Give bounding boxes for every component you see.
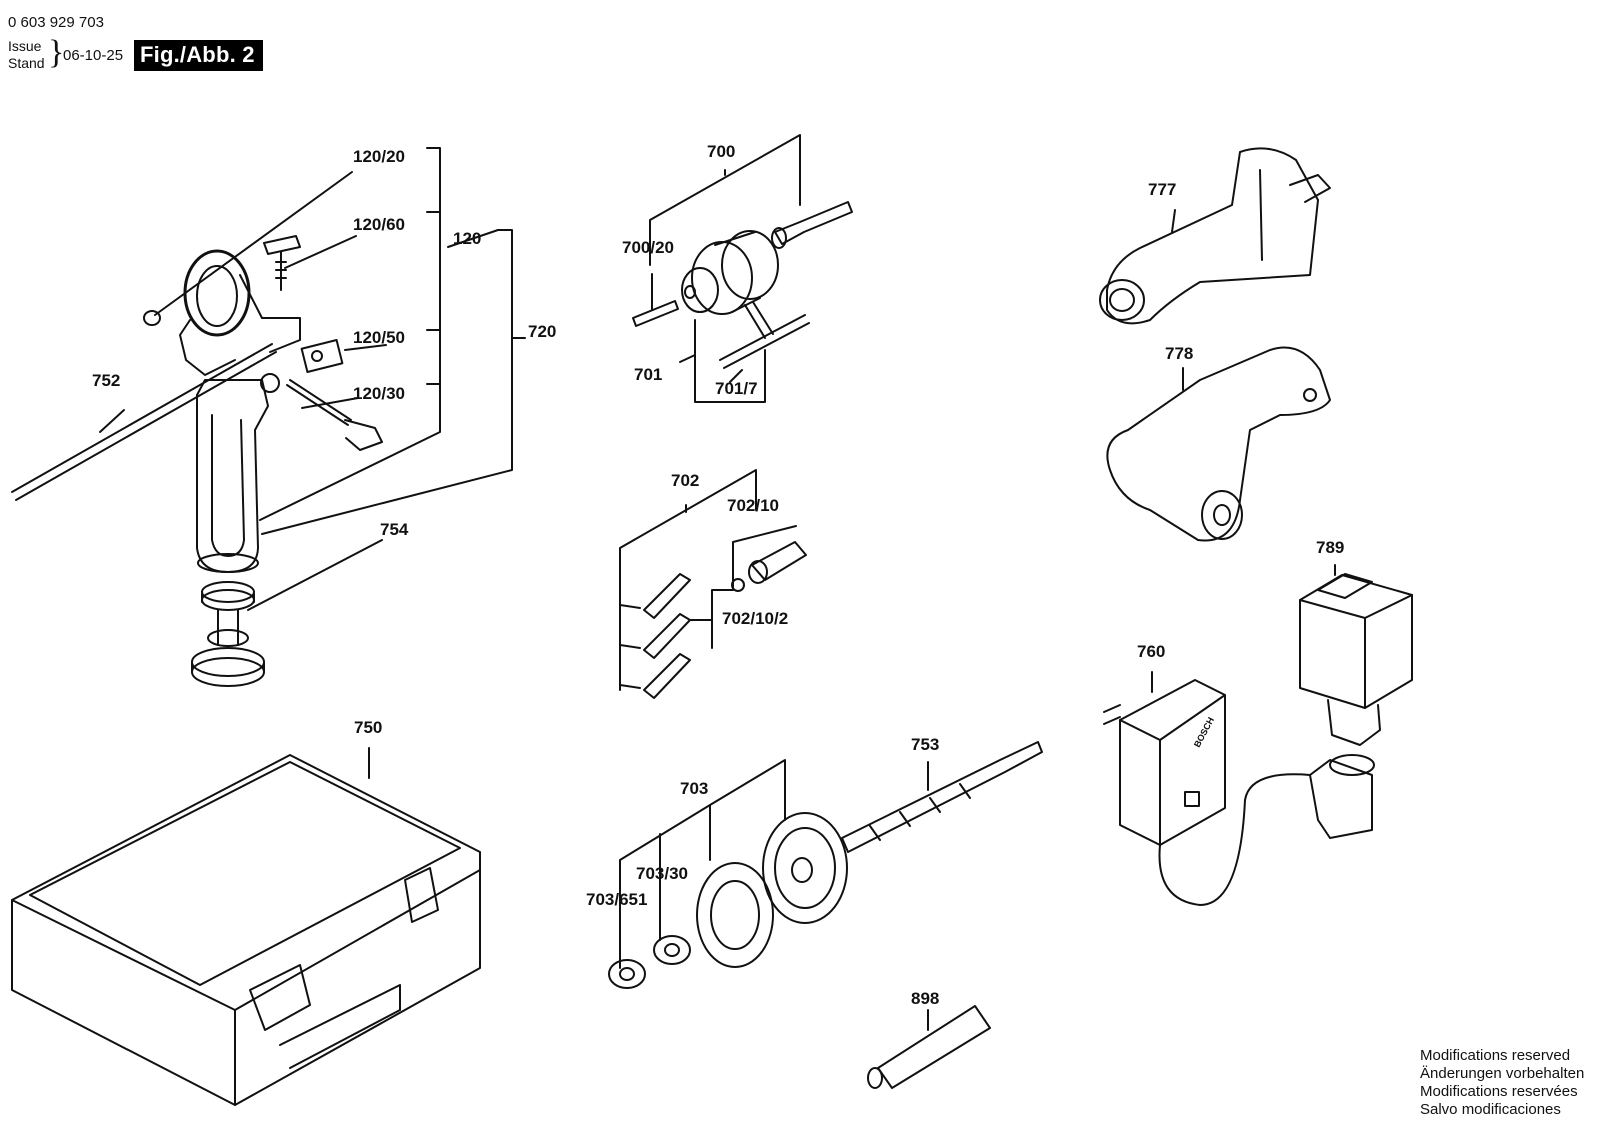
label-703-30: 703/30 <box>636 864 688 883</box>
label-898: 898 <box>911 989 939 1008</box>
label-777: 777 <box>1148 180 1176 199</box>
auxiliary-handle-assembly <box>11 147 526 687</box>
modifications-line: Salvo modificaciones <box>1420 1101 1561 1118</box>
label-700-20: 700/20 <box>622 238 674 257</box>
label-700: 700 <box>707 142 735 161</box>
label-750: 750 <box>354 718 382 737</box>
charger-brand-text: BOSCH <box>1192 716 1216 749</box>
grease-tube <box>867 1005 991 1089</box>
issue-label: Issue <box>8 38 42 54</box>
label-120-60: 120/60 <box>353 215 405 234</box>
label-789: 789 <box>1316 538 1344 557</box>
brace-glyph: } <box>48 34 65 71</box>
label-760: 760 <box>1137 642 1165 661</box>
issue-stand-labels: Issue Stand <box>8 38 45 72</box>
bracket-120 <box>259 147 441 521</box>
part-number: 0 603 929 703 <box>8 14 104 31</box>
modifications-notice: Modifications reserved Änderungen vorbeh… <box>1420 1047 1584 1119</box>
issue-date: 06-10-25 <box>63 47 124 64</box>
carrying-case <box>11 747 481 1106</box>
label-752: 752 <box>92 371 120 390</box>
depth-stop-assembly <box>608 759 848 989</box>
battery-pack <box>1299 564 1413 746</box>
screwdriver-bits-assembly <box>619 469 807 699</box>
label-702: 702 <box>671 471 699 490</box>
sds-drill-bit <box>841 741 1043 853</box>
label-701-7: 701/7 <box>715 379 758 398</box>
right-angle-attachment-778 <box>1106 346 1331 542</box>
label-754: 754 <box>380 520 409 539</box>
figure-label: Fig./Abb. 2 <box>134 40 263 71</box>
label-120-20: 120/20 <box>353 147 405 166</box>
stand-label: Stand <box>8 55 45 71</box>
part-labels: 120/20 120/60 120 720 120/50 752 120/30 … <box>92 142 1344 1008</box>
label-778: 778 <box>1165 344 1193 363</box>
label-703: 703 <box>680 779 708 798</box>
battery-charger <box>1103 671 1375 906</box>
modifications-line: Modifications reservées <box>1420 1083 1578 1100</box>
label-720: 720 <box>528 322 556 341</box>
label-753: 753 <box>911 735 939 754</box>
right-angle-attachment-777 <box>1099 147 1331 325</box>
drill-chuck-assembly <box>632 134 853 403</box>
label-120: 120 <box>453 229 481 248</box>
label-703-651: 703/651 <box>586 890 647 909</box>
label-120-50: 120/50 <box>353 328 405 347</box>
label-701: 701 <box>634 365 662 384</box>
bracket-720 <box>261 229 513 535</box>
modifications-line: Änderungen vorbehalten <box>1420 1065 1585 1082</box>
label-120-30: 120/30 <box>353 384 405 403</box>
modifications-line: Modifications reserved <box>1420 1047 1571 1064</box>
label-702-10-2: 702/10/2 <box>722 609 788 628</box>
label-702-10: 702/10 <box>727 496 779 515</box>
